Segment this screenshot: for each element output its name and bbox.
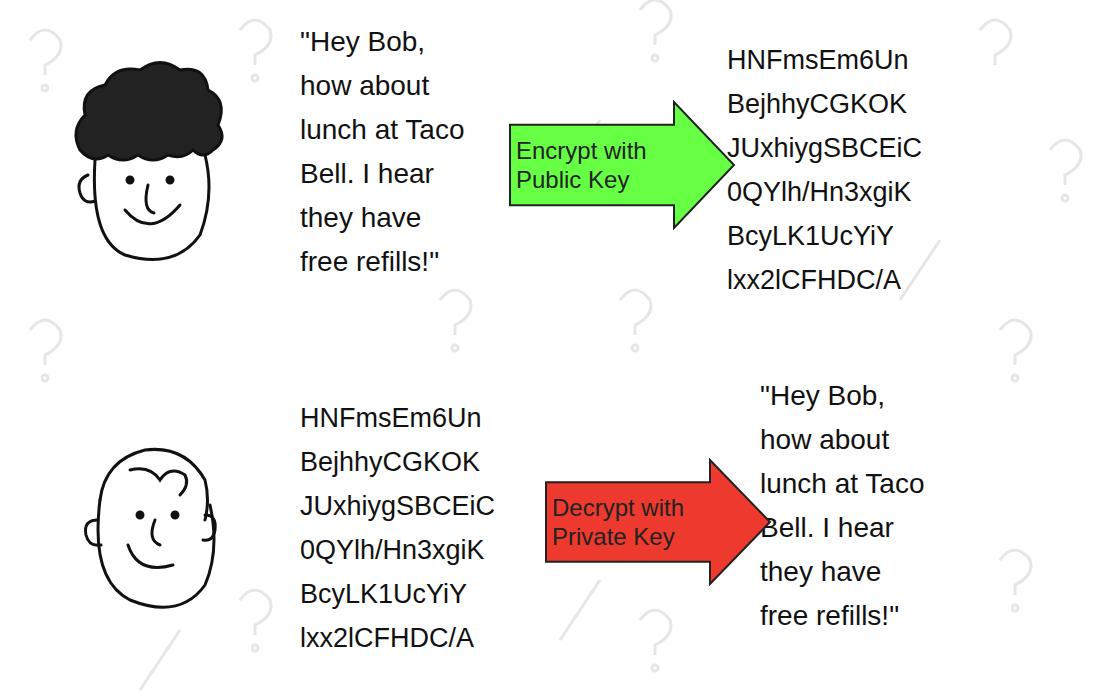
encrypt-arrow: Encrypt with Public Key xyxy=(508,100,736,230)
plaintext-message: "Hey Bob, how about lunch at Taco Bell. … xyxy=(760,374,928,638)
arrow-outline xyxy=(508,100,736,230)
arrow-label: Encrypt with Public Key xyxy=(516,136,681,194)
arrow-outline xyxy=(544,458,772,586)
arrow-fill xyxy=(546,460,770,584)
arrow-label: Decrypt with Private Key xyxy=(552,493,717,551)
ciphertext: HNFmsEm6Un BejhhyCGKOK JUxhiygSBCEiC 0QY… xyxy=(300,396,545,660)
person-sketch-top xyxy=(76,63,222,260)
ciphertext: HNFmsEm6Un BejhhyCGKOK JUxhiygSBCEiC 0QY… xyxy=(727,38,982,302)
question-watermark xyxy=(30,0,1081,690)
decrypt-arrow: Decrypt with Private Key xyxy=(544,458,772,586)
arrow-fill xyxy=(510,102,734,228)
plaintext-message: "Hey Bob, how about lunch at Taco Bell. … xyxy=(300,20,468,284)
person-sketch-bottom xyxy=(86,449,216,607)
